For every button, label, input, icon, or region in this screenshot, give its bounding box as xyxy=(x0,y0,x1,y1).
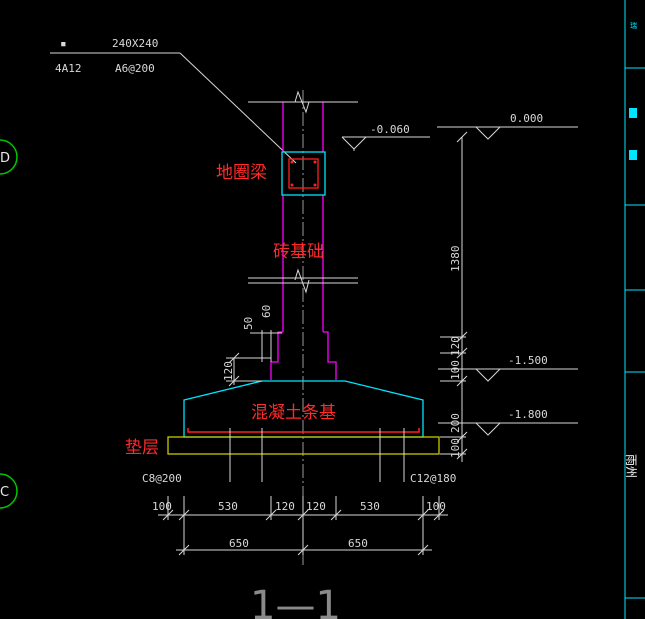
elevation-e2-text: 0.000 xyxy=(510,112,543,125)
dim-200-text: 200 xyxy=(449,413,462,433)
dim-100-text: 100 xyxy=(449,360,462,380)
elevation-marker-e1 xyxy=(341,136,430,151)
beam-stirrup-text: A6@200 xyxy=(115,62,155,75)
beam-main-rebar-text: 4A12 xyxy=(55,62,82,75)
title-block-text-1: 瑞 xyxy=(630,21,637,30)
axis-bubble-c: C xyxy=(0,473,18,509)
vertical-dimension-chain xyxy=(440,131,468,462)
elevation-marker-e4 xyxy=(438,422,578,436)
dim-h8-text: 650 xyxy=(348,537,368,550)
brick-wall xyxy=(270,102,337,380)
axis-label-c: C xyxy=(0,485,9,500)
dim-1380-text: 1380 xyxy=(449,246,462,273)
dim-h5-text: 530 xyxy=(360,500,380,513)
dim-120-left-text: 120 xyxy=(222,361,235,381)
ring-beam xyxy=(281,151,326,196)
svg-text:▪: ▪ xyxy=(60,37,67,50)
rebar-right-text: C12@180 xyxy=(410,472,456,485)
title-block: 瑞 雨州 xyxy=(624,0,645,619)
horizontal-dimension-row-1 xyxy=(158,496,448,555)
break-line-mid xyxy=(248,268,358,294)
elevation-marker-e2 xyxy=(437,126,578,140)
ring-beam-label: 地圈梁 xyxy=(216,163,267,183)
dim-60-text: 60 xyxy=(260,305,273,318)
elevation-e4-text: -1.800 xyxy=(508,408,548,421)
elevation-marker-e3 xyxy=(438,368,578,382)
break-line-top xyxy=(248,90,358,114)
elevation-e1-text: -0.060 xyxy=(370,123,410,136)
strip-foundation-label: 混凝土条基 xyxy=(251,403,336,423)
cushion-layer xyxy=(167,436,440,455)
dim-100b-text: 100 xyxy=(449,438,462,458)
dim-h3-text: 120 xyxy=(275,500,295,513)
dim-h4-text: 120 xyxy=(306,500,326,513)
elevation-e3-text: -1.500 xyxy=(508,354,548,367)
beam-note: ▪ 240X240 4A12 A6@200 xyxy=(50,37,297,164)
horizontal-dimension-row-2 xyxy=(176,544,432,556)
dim-h2-text: 530 xyxy=(218,500,238,513)
title-block-text-2: 雨州 xyxy=(624,454,638,478)
beam-size-text: 240X240 xyxy=(112,37,158,50)
cushion-label: 垫层 xyxy=(125,438,159,458)
rebar-left-text: C8@200 xyxy=(142,472,182,485)
dim-50-text: 50 xyxy=(242,317,255,330)
dim-h7-text: 650 xyxy=(229,537,249,550)
axis-label-d: D xyxy=(0,151,10,166)
dim-h1-text: 100 xyxy=(152,500,172,513)
rebar-leaders xyxy=(229,428,405,482)
left-step-dimensions xyxy=(226,330,282,387)
section-title: 1—1 xyxy=(250,583,341,619)
dim-120-text: 120 xyxy=(449,336,462,356)
dim-h6-text: 100 xyxy=(426,500,446,513)
axis-bubble-d: D xyxy=(0,139,18,175)
brick-foundation-label: 砖基础 xyxy=(273,242,324,262)
